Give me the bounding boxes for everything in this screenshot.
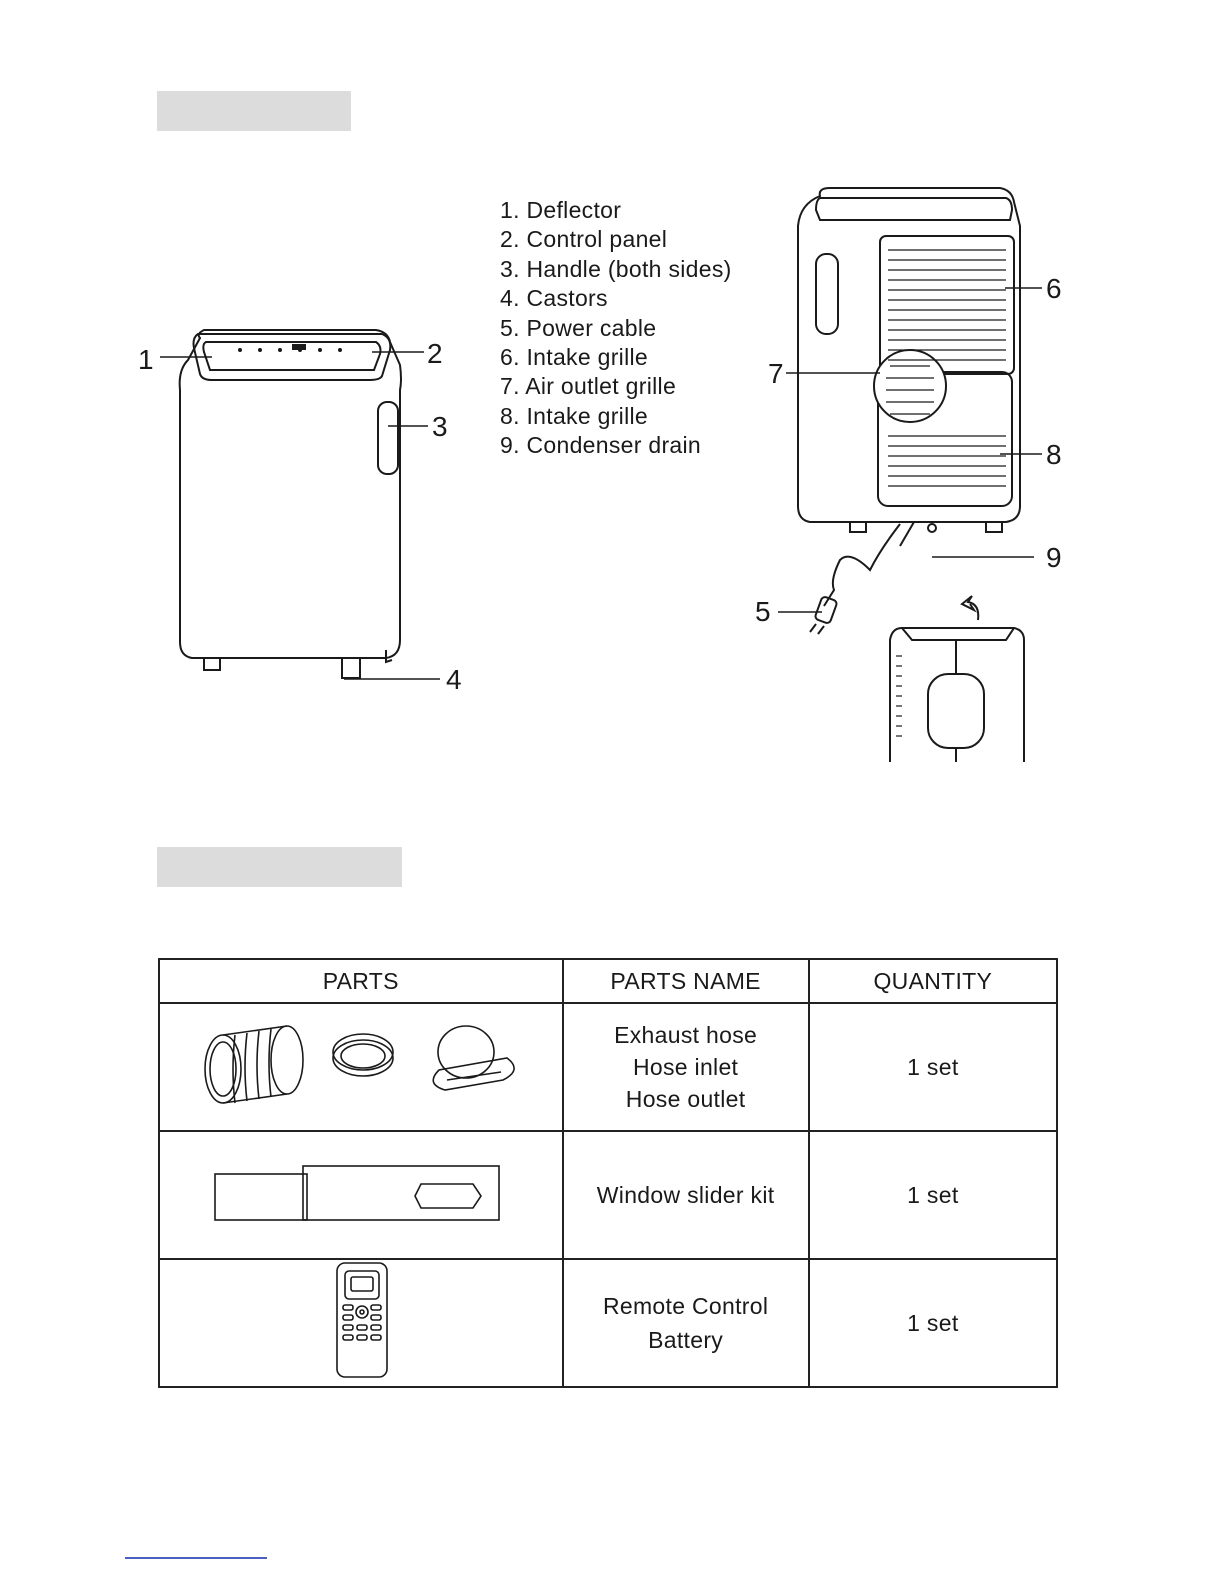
parts-legend: 1. Deflector 2. Control panel 3. Handle … [500,196,732,461]
part-name: Remote Control [602,1293,769,1319]
parts-name-cell: Window slider kit [561,1130,810,1260]
table-row: Window slider kit 1 set [158,1130,1059,1260]
callout-9: 9 [1046,542,1062,573]
legend-item: 5. Power cable [500,314,657,341]
legend-item: 8. Intake grille [500,402,648,429]
callout-5: 5 [755,596,771,627]
legend-item: 2. Control panel [500,226,668,253]
legend-item: 6. Intake grille [500,343,648,370]
quantity-cell: 1 set [807,1258,1059,1388]
exhaust-hose-set-image [203,1025,515,1104]
callout-2: 2 [427,338,443,369]
callout-8: 8 [1046,439,1062,470]
callout-3: 3 [432,411,448,442]
parts-name-cell: Exhaust hose Hose inlet Hose outlet [561,1002,810,1132]
legend-item: 7. Air outlet grille [500,373,677,400]
part-name: Exhaust hose [614,1022,758,1048]
legend-item: 1. Deflector [500,197,622,223]
header-parts-name: PARTS NAME [561,958,810,1004]
parts-cell [158,1002,564,1132]
quantity-value: 1 set [907,1181,959,1208]
section-heading-accessories [157,847,402,887]
parts-cell [158,1258,564,1388]
window-slider-kit-image [213,1165,500,1221]
quantity-cell: 1 set [807,1130,1059,1260]
legend-item: 4. Castors [500,285,608,312]
quantity-value: 1 set [907,1309,959,1336]
callout-7: 7 [768,358,784,389]
back-view-drawing [797,187,1021,547]
callout-4: 4 [446,664,462,695]
top-detail-drawing [889,595,1025,762]
quantity-value: 1 set [907,1053,959,1080]
part-name: Battery [648,1327,724,1353]
legend-item: 9. Condenser drain [500,432,702,459]
callout-1: 1 [138,344,154,375]
remote-control-image [335,1262,388,1378]
table-row: Remote Control Battery 1 set [158,1258,1059,1388]
leader-lines [160,287,1042,680]
table-header-row: PARTS PARTS NAME QUANTITY [158,958,1059,1004]
footer-link-underline [125,1557,267,1559]
legend-item: 3. Handle (both sides) [500,255,732,282]
part-name: Hose inlet [632,1054,739,1080]
header-quantity: QUANTITY [807,958,1059,1004]
header-parts: PARTS [158,958,564,1004]
section-heading-parts [157,91,351,131]
part-name: Window slider kit [596,1182,775,1208]
power-cable-drawing [809,523,901,635]
part-name: Hose outlet [625,1086,746,1112]
front-view-drawing [178,329,402,679]
quantity-cell: 1 set [807,1002,1059,1132]
parts-name-cell: Remote Control Battery [561,1258,810,1388]
table-row: Exhaust hose Hose inlet Hose outlet 1 se… [158,1002,1059,1132]
parts-cell [158,1130,564,1260]
accessories-table: PARTS PARTS NAME QUANTITY [158,958,1059,1388]
callout-6: 6 [1046,273,1062,304]
